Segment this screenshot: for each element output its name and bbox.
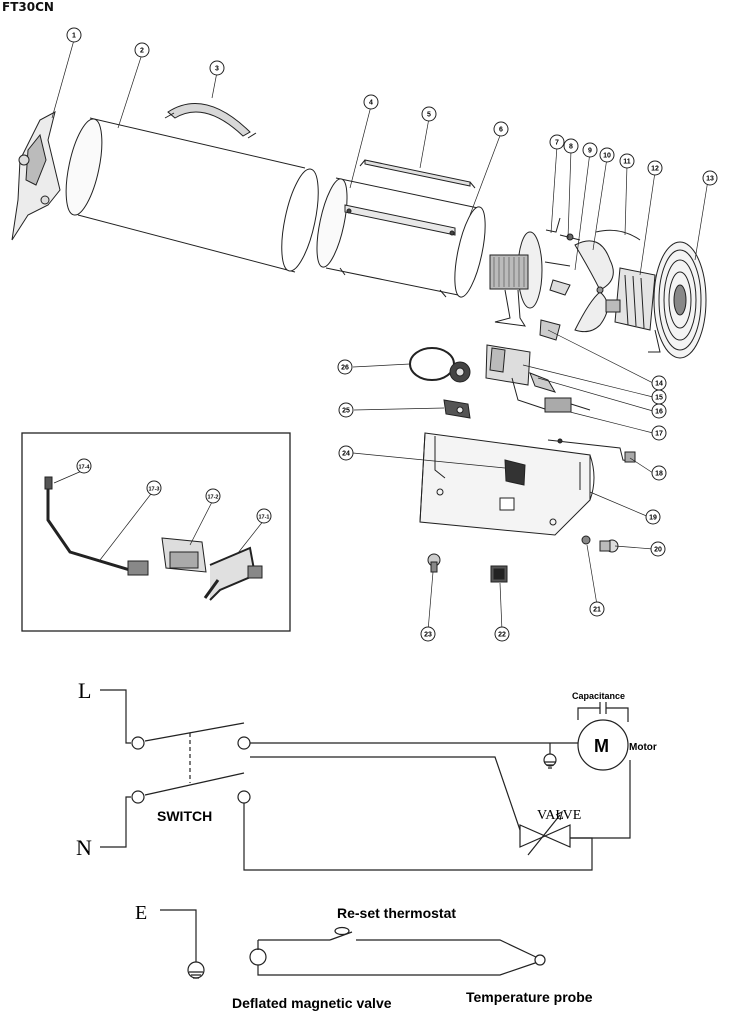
inset-frame (21, 432, 291, 632)
part-7-number: 7 (555, 140, 559, 147)
temperature-probe-label: Temperature probe (466, 989, 593, 1005)
part-8-number: 8 (569, 144, 573, 151)
part-24-bubble (338, 445, 354, 461)
inner-chamber (316, 177, 486, 298)
burner (489, 231, 543, 327)
inset-part-17-2-bubble (205, 488, 221, 504)
leader-lines (51, 39, 709, 632)
heat-bracket (359, 159, 476, 189)
inset-part-17-4-number: 17-4 (78, 465, 90, 471)
part-4-bubble (363, 94, 379, 110)
knob (427, 553, 441, 573)
inset-part-17-3-bubble (146, 480, 162, 496)
part-20-number: 20 (654, 547, 662, 554)
part-21-number: 21 (593, 607, 601, 614)
part-25-bubble (338, 402, 354, 418)
part-17-number: 17 (655, 431, 663, 438)
part-21-bubble (589, 601, 605, 617)
part-6-bubble (493, 121, 509, 137)
part-15-number: 15 (655, 395, 663, 402)
inset-leader-lines (53, 469, 265, 561)
electrodes (544, 217, 581, 296)
part-14-number: 14 (655, 381, 663, 388)
inset-part-17-3-number: 17-3 (148, 487, 159, 493)
part-6-number: 6 (499, 127, 503, 134)
part-2-number: 2 (140, 48, 144, 55)
part-13-bubble (702, 170, 718, 186)
part-3-number: 3 (215, 66, 219, 73)
outer-shell (65, 117, 319, 273)
capacitance-label: Capacitance (572, 691, 625, 701)
part-10-number: 10 (603, 153, 611, 160)
switch-label: SWITCH (157, 808, 212, 824)
part-19-bubble (645, 509, 661, 525)
gas-valve (511, 372, 591, 413)
part-26-number: 26 (341, 365, 349, 372)
safety-circuit (160, 909, 546, 979)
nozzle (443, 399, 471, 419)
fitting-21 (581, 535, 591, 545)
part-9-bubble (582, 142, 598, 158)
part-1-bubble (66, 27, 82, 43)
part-11-bubble (619, 153, 635, 169)
part-18-number: 18 (655, 471, 663, 478)
earth-label: E (135, 902, 147, 924)
part-2-bubble (134, 42, 150, 58)
part-18-bubble (651, 465, 667, 481)
part-7-bubble (549, 134, 565, 150)
part-19-number: 19 (649, 515, 657, 522)
part-17-bubble (651, 425, 667, 441)
inset-part-17-4-bubble (76, 458, 92, 474)
part-4-number: 4 (369, 100, 373, 107)
part-25-number: 25 (342, 408, 350, 415)
motor-wire (595, 229, 641, 241)
part-8-bubble (563, 138, 579, 154)
part-22-number: 22 (498, 632, 506, 639)
part-5-number: 5 (427, 112, 431, 119)
inset-pilot-assembly (44, 476, 263, 601)
fan-guard (648, 241, 707, 359)
part-24-number: 24 (342, 451, 350, 458)
part-23-bubble (420, 626, 436, 642)
part-13-number: 13 (706, 176, 714, 183)
part-3-bubble (209, 60, 225, 76)
motor-symbol: M (594, 736, 609, 756)
rocker-switch (490, 565, 508, 583)
model-title: FT30CN (2, 0, 54, 14)
thermocouple (547, 438, 636, 463)
wiring-diagram (100, 689, 631, 871)
motor-unit (605, 267, 656, 331)
part-23-number: 23 (424, 632, 432, 639)
inset-part-17-2-number: 17-2 (207, 495, 218, 501)
part-16-bubble (651, 403, 667, 419)
handle (164, 103, 257, 139)
reset-thermostat-label: Re-set thermostat (337, 905, 456, 921)
inset-part-17-1-number: 17-1 (258, 515, 269, 521)
chassis-bracket (504, 459, 526, 486)
neutral-label: N (76, 835, 92, 860)
motor-label: Motor (629, 742, 657, 753)
valve-label: VALVE (537, 808, 581, 823)
rear-bracket (11, 111, 61, 241)
part-12-number: 12 (651, 166, 659, 173)
part-10-bubble (599, 147, 615, 163)
part-5-bubble (421, 106, 437, 122)
part-11-number: 11 (623, 159, 631, 166)
part-26-bubble (337, 359, 353, 375)
part-numbers: 1234567891011121314151617181920212223242… (66, 27, 718, 642)
magnetic-valve-label: Deflated magnetic valve (232, 995, 392, 1011)
base-chassis (419, 432, 595, 536)
part-9-number: 9 (588, 148, 592, 155)
line-label: L (78, 678, 91, 703)
hose-regulator (409, 347, 471, 383)
part-12-bubble (647, 160, 663, 176)
ignition-block (485, 319, 561, 386)
inset-part-17-1-bubble (256, 508, 272, 524)
part-22-bubble (494, 626, 510, 642)
part-20-bubble (650, 541, 666, 557)
part-16-number: 16 (655, 409, 663, 416)
part-1-number: 1 (72, 33, 76, 40)
fan-blade (574, 240, 614, 333)
